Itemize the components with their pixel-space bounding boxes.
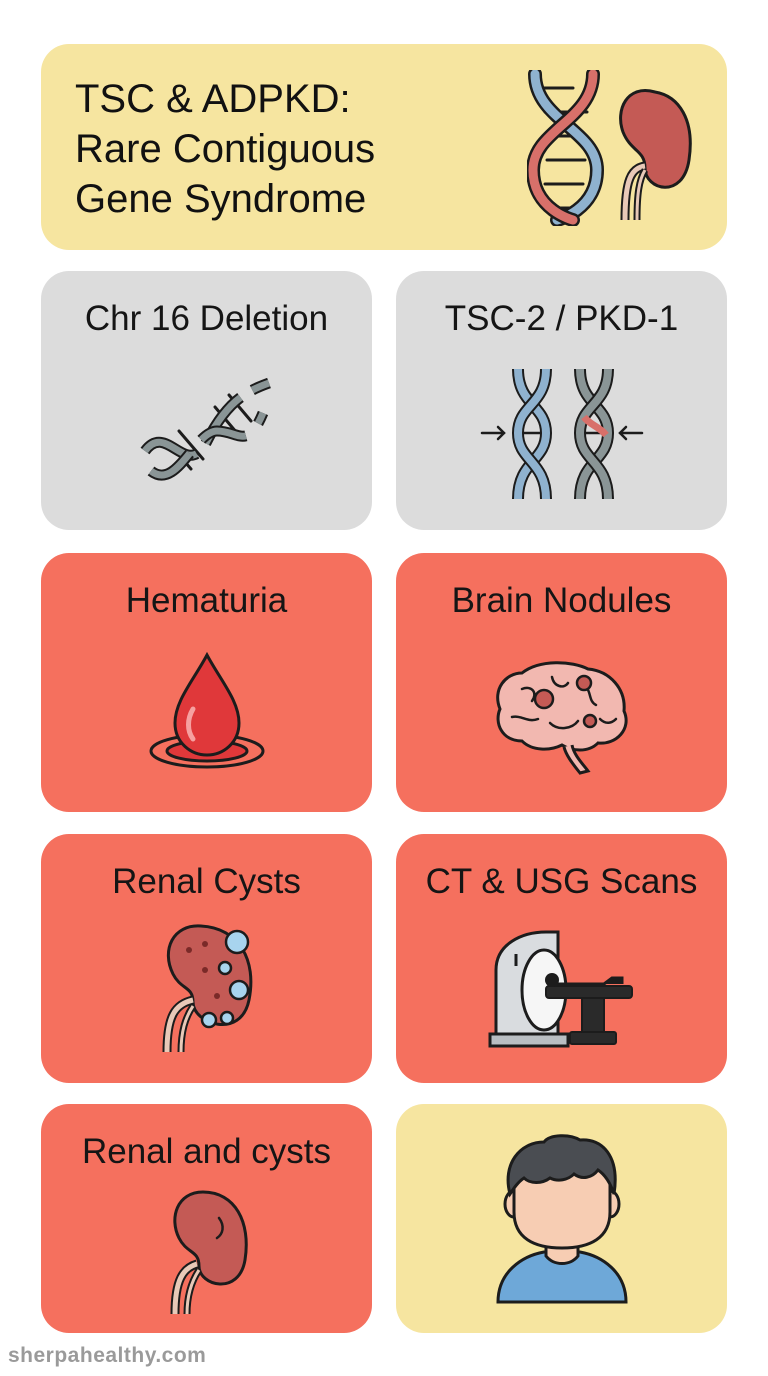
blood-drop-icon: [145, 651, 269, 775]
tile-renal-cysts: Renal Cysts: [41, 834, 372, 1083]
tile-label: Renal and cysts: [81, 1132, 332, 1171]
brain-icon: [492, 659, 632, 775]
kidney-icon: [163, 1188, 253, 1318]
page-title: TSC & ADPKD: Rare Contiguous Gene Syndro…: [75, 77, 376, 221]
ct-scanner-icon: [486, 930, 636, 1050]
tile-hematuria: Hematuria: [41, 553, 372, 812]
kidney-icon: [619, 89, 692, 221]
hero-icons: [527, 70, 697, 226]
tile-label: Hematuria: [125, 581, 288, 620]
dna-icon: [527, 70, 605, 226]
tile-label: Renal Cysts: [112, 862, 301, 901]
kidney-cysts-icon: [153, 920, 263, 1056]
adjacent-genes-icon: [480, 365, 644, 505]
tile-chr16-deletion: Chr 16 Deletion: [41, 271, 372, 530]
footer-site-name: sherpahealthy.com: [8, 1344, 207, 1367]
tile-label: CT & USG Scans: [425, 862, 698, 901]
tile-label: Brain Nodules: [451, 581, 672, 620]
broken-dna-icon: [137, 361, 277, 501]
tile-patient: [396, 1104, 727, 1333]
hero-card: TSC & ADPKD: Rare Contiguous Gene Syndro…: [41, 44, 727, 250]
patient-avatar-icon: [494, 1134, 630, 1304]
tile-tsc2-pkd1: TSC-2 / PKD-1: [396, 271, 727, 530]
tile-renal-and-cysts: Renal and cysts: [41, 1104, 372, 1333]
tile-brain-nodules: Brain Nodules: [396, 553, 727, 812]
tile-label: Chr 16 Deletion: [84, 299, 329, 338]
tile-ct-usg-scans: CT & USG Scans: [396, 834, 727, 1083]
tile-label: TSC-2 / PKD-1: [444, 299, 679, 338]
